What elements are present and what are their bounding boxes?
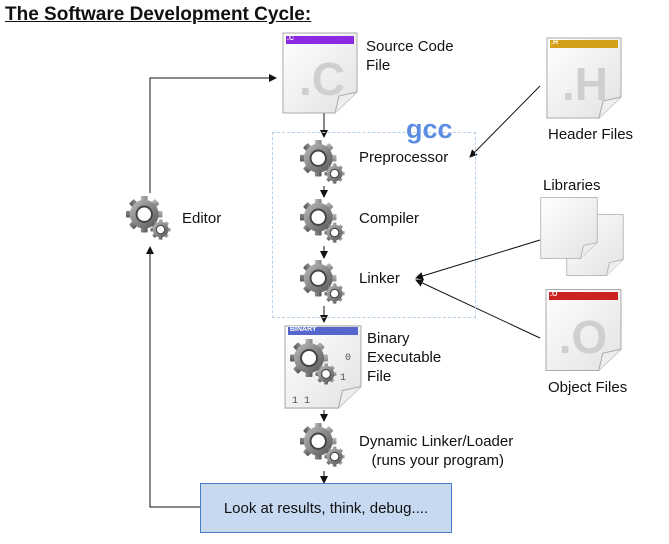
feedback-loop-arrows bbox=[146, 74, 277, 508]
gcc-label: gcc bbox=[406, 114, 453, 144]
linker-label: Linker bbox=[359, 270, 400, 287]
object-files-label: Object Files bbox=[548, 379, 628, 396]
svg-text:1: 1 bbox=[340, 373, 346, 384]
flow-arrows bbox=[320, 85, 541, 484]
object-file-icon: .O bbox=[545, 288, 622, 372]
header-file-icon: .H bbox=[546, 37, 622, 119]
loader-gear-icon bbox=[300, 422, 346, 468]
compiler-label: Compiler bbox=[359, 210, 420, 227]
header-files-label: Header Files bbox=[548, 126, 634, 143]
binary-badge: BINARY bbox=[290, 326, 317, 333]
binary-file-label: Binary Executable File bbox=[367, 330, 442, 385]
svg-text:.H: .H bbox=[562, 58, 608, 110]
c-badge: .C bbox=[287, 35, 294, 42]
o-badge: .O bbox=[550, 291, 558, 298]
page-title: The Software Development Cycle: bbox=[5, 4, 312, 25]
loader-label: Dynamic Linker/Loader (runs your program… bbox=[359, 433, 514, 469]
editor-label: Editor bbox=[182, 210, 222, 227]
source-file-label: Source Code File bbox=[366, 38, 454, 74]
editor-gear-icon bbox=[126, 195, 172, 241]
svg-text:1 1: 1 1 bbox=[292, 396, 310, 407]
svg-text:0: 0 bbox=[345, 353, 351, 364]
libraries-icon bbox=[540, 197, 624, 276]
svg-text:.O: .O bbox=[559, 311, 608, 363]
result-box: Look at results, think, debug.... bbox=[200, 483, 452, 533]
preprocessor-label: Preprocessor bbox=[359, 149, 449, 166]
h-badge: .H bbox=[551, 39, 558, 46]
libraries-label: Libraries bbox=[543, 177, 601, 194]
svg-text:.C: .C bbox=[299, 53, 345, 105]
binary-file-icon: 1 1 0 1 bbox=[284, 325, 362, 409]
gcc-group-box bbox=[272, 132, 476, 318]
source-file-icon: .C bbox=[282, 32, 358, 114]
